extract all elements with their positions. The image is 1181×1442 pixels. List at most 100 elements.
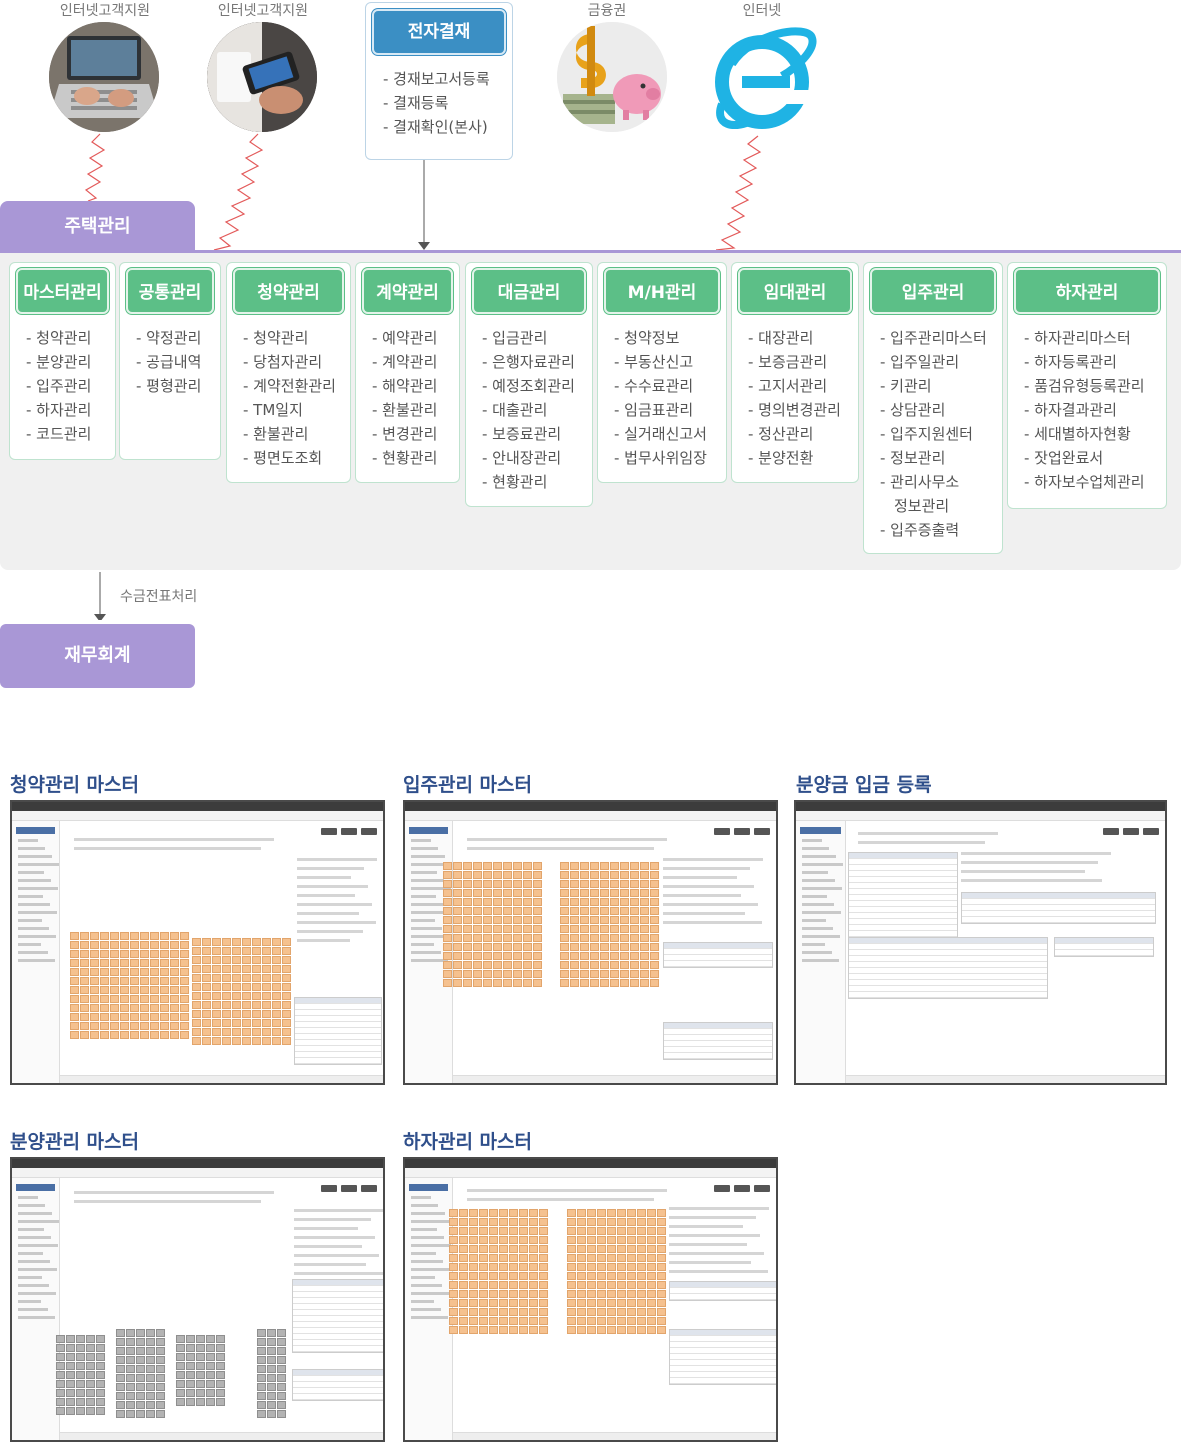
mock-table-row [849,859,957,865]
mock-unit-cell [186,1380,195,1388]
mock-sidebar-line [802,951,832,954]
mock-unit-cell [590,862,599,870]
mock-unit-cell [577,1227,586,1235]
module-list: - 대장관리 - 보증금관리 - 고지서관리 - 명의변경관리 - 정산관리 -… [732,314,858,470]
mock-unit-cell [509,1218,518,1226]
mock-unit-cell [96,1389,105,1397]
module-title: 대금관리 [472,268,586,314]
mock-unit-cell [66,1389,75,1397]
module-item: - 입주지원센터 [880,425,973,443]
mock-table-header [295,998,381,1004]
mock-unit-cell [160,950,169,958]
mock-sidebar-line [18,847,45,850]
mock-unit-cell [272,1001,281,1009]
mock-unit-cell [110,950,119,958]
mock-unit-cell [206,1371,215,1379]
mock-form-line [467,847,654,850]
mock-unit-cell [590,871,599,879]
mock-unit-cell [70,1004,79,1012]
mock-unit-cell [620,898,629,906]
mock-unit-cell [637,1218,646,1226]
mock-unit-cell [519,1209,528,1217]
module-item: - 보증료관리 [482,425,562,443]
mock-unit-cell [627,1263,636,1271]
mock-unit-cell [597,1281,606,1289]
mock-unit-cell [539,1236,548,1244]
mock-unit-cell [620,925,629,933]
mock-unit-cell [272,1028,281,1036]
mock-unit-cell [459,1218,468,1226]
screenshot-sales-master [10,1157,385,1442]
mock-form-line [669,1207,769,1210]
mock-unit-cell [267,1401,276,1409]
mock-unit-cell [160,968,169,976]
mock-table [292,1279,383,1353]
mock-unit-cell [252,974,261,982]
mock-unit-cell [627,1236,636,1244]
mock-unit-cell [570,979,579,987]
mock-unit-cell [539,1308,548,1316]
mock-unit-cell [212,965,221,973]
mock-unit-cell [567,1236,576,1244]
mock-titlebar [405,802,776,811]
module-list: - 하자관리마스터 - 하자등록관리 - 품검유형등록관리 - 하자결과관리 -… [1008,314,1166,494]
mock-unit-cell [483,970,492,978]
mock-unit-cell [232,1001,241,1009]
mock-unit-cell [216,1344,225,1352]
mock-unit-cell [620,970,629,978]
mock-unit-cell [272,983,281,991]
mock-unit-cell [637,1326,646,1334]
mock-unit-cell [600,880,609,888]
mock-unit-cell [272,1019,281,1027]
mock-unit-cell [160,1022,169,1030]
mock-table [848,937,1048,999]
mock-unit-cell [519,1290,528,1298]
mock-unit-cell [257,1383,266,1391]
mock-unit-cell [202,1010,211,1018]
mock-unit-cell [66,1335,75,1343]
mock-unit-cell [453,916,462,924]
mock-unit-cell [600,961,609,969]
mock-sidebar-line [18,1196,38,1199]
mock-toolbar-button [754,828,770,835]
mock-unit-cell [617,1227,626,1235]
mock-unit-cell [80,1022,89,1030]
mock-unit-cell [577,1317,586,1325]
mock-unit-cell [80,1013,89,1021]
mock-statusbar [453,1075,776,1083]
mock-unit-cell [647,1263,656,1271]
mock-unit-cell [617,1326,626,1334]
mock-unit-cell [533,943,542,951]
mock-table-row [849,968,1047,974]
mock-unit-cell [533,880,542,888]
mock-unit-cell [523,934,532,942]
mock-unit-cell [630,943,639,951]
mock-table-row [664,1041,772,1047]
mock-unit-cell [513,907,522,915]
mock-table-row [670,1294,776,1300]
mock-unit-cell [620,871,629,879]
mock-unit-cell [196,1398,205,1406]
mock-unit-cell [637,1263,646,1271]
mock-unit-cell [473,979,482,987]
mock-table-row [293,1388,383,1394]
module-item: - 청약관리 [26,329,92,347]
mock-unit-cell [100,986,109,994]
mock-unit-cell [519,1254,528,1262]
mock-unit-cell [140,1013,149,1021]
mock-table-row [962,917,1155,923]
mock-table-row [295,1016,381,1022]
mock-unit-cell [567,1254,576,1262]
mock-sidebar-line [411,863,452,866]
mock-unit-cell [607,1299,616,1307]
mock-unit-cell [222,956,231,964]
mock-unit-cell [459,1281,468,1289]
mock-unit-cell [257,1392,266,1400]
mock-unit-cell [577,1209,586,1217]
mock-unit-cell [120,1004,129,1012]
mock-unit-cell [650,880,659,888]
electronic-approval-item: - 결재확인(본사) [383,118,488,136]
mock-table-row [664,955,772,961]
mock-table-row [295,1022,381,1028]
mock-unit-cell [126,1401,135,1409]
